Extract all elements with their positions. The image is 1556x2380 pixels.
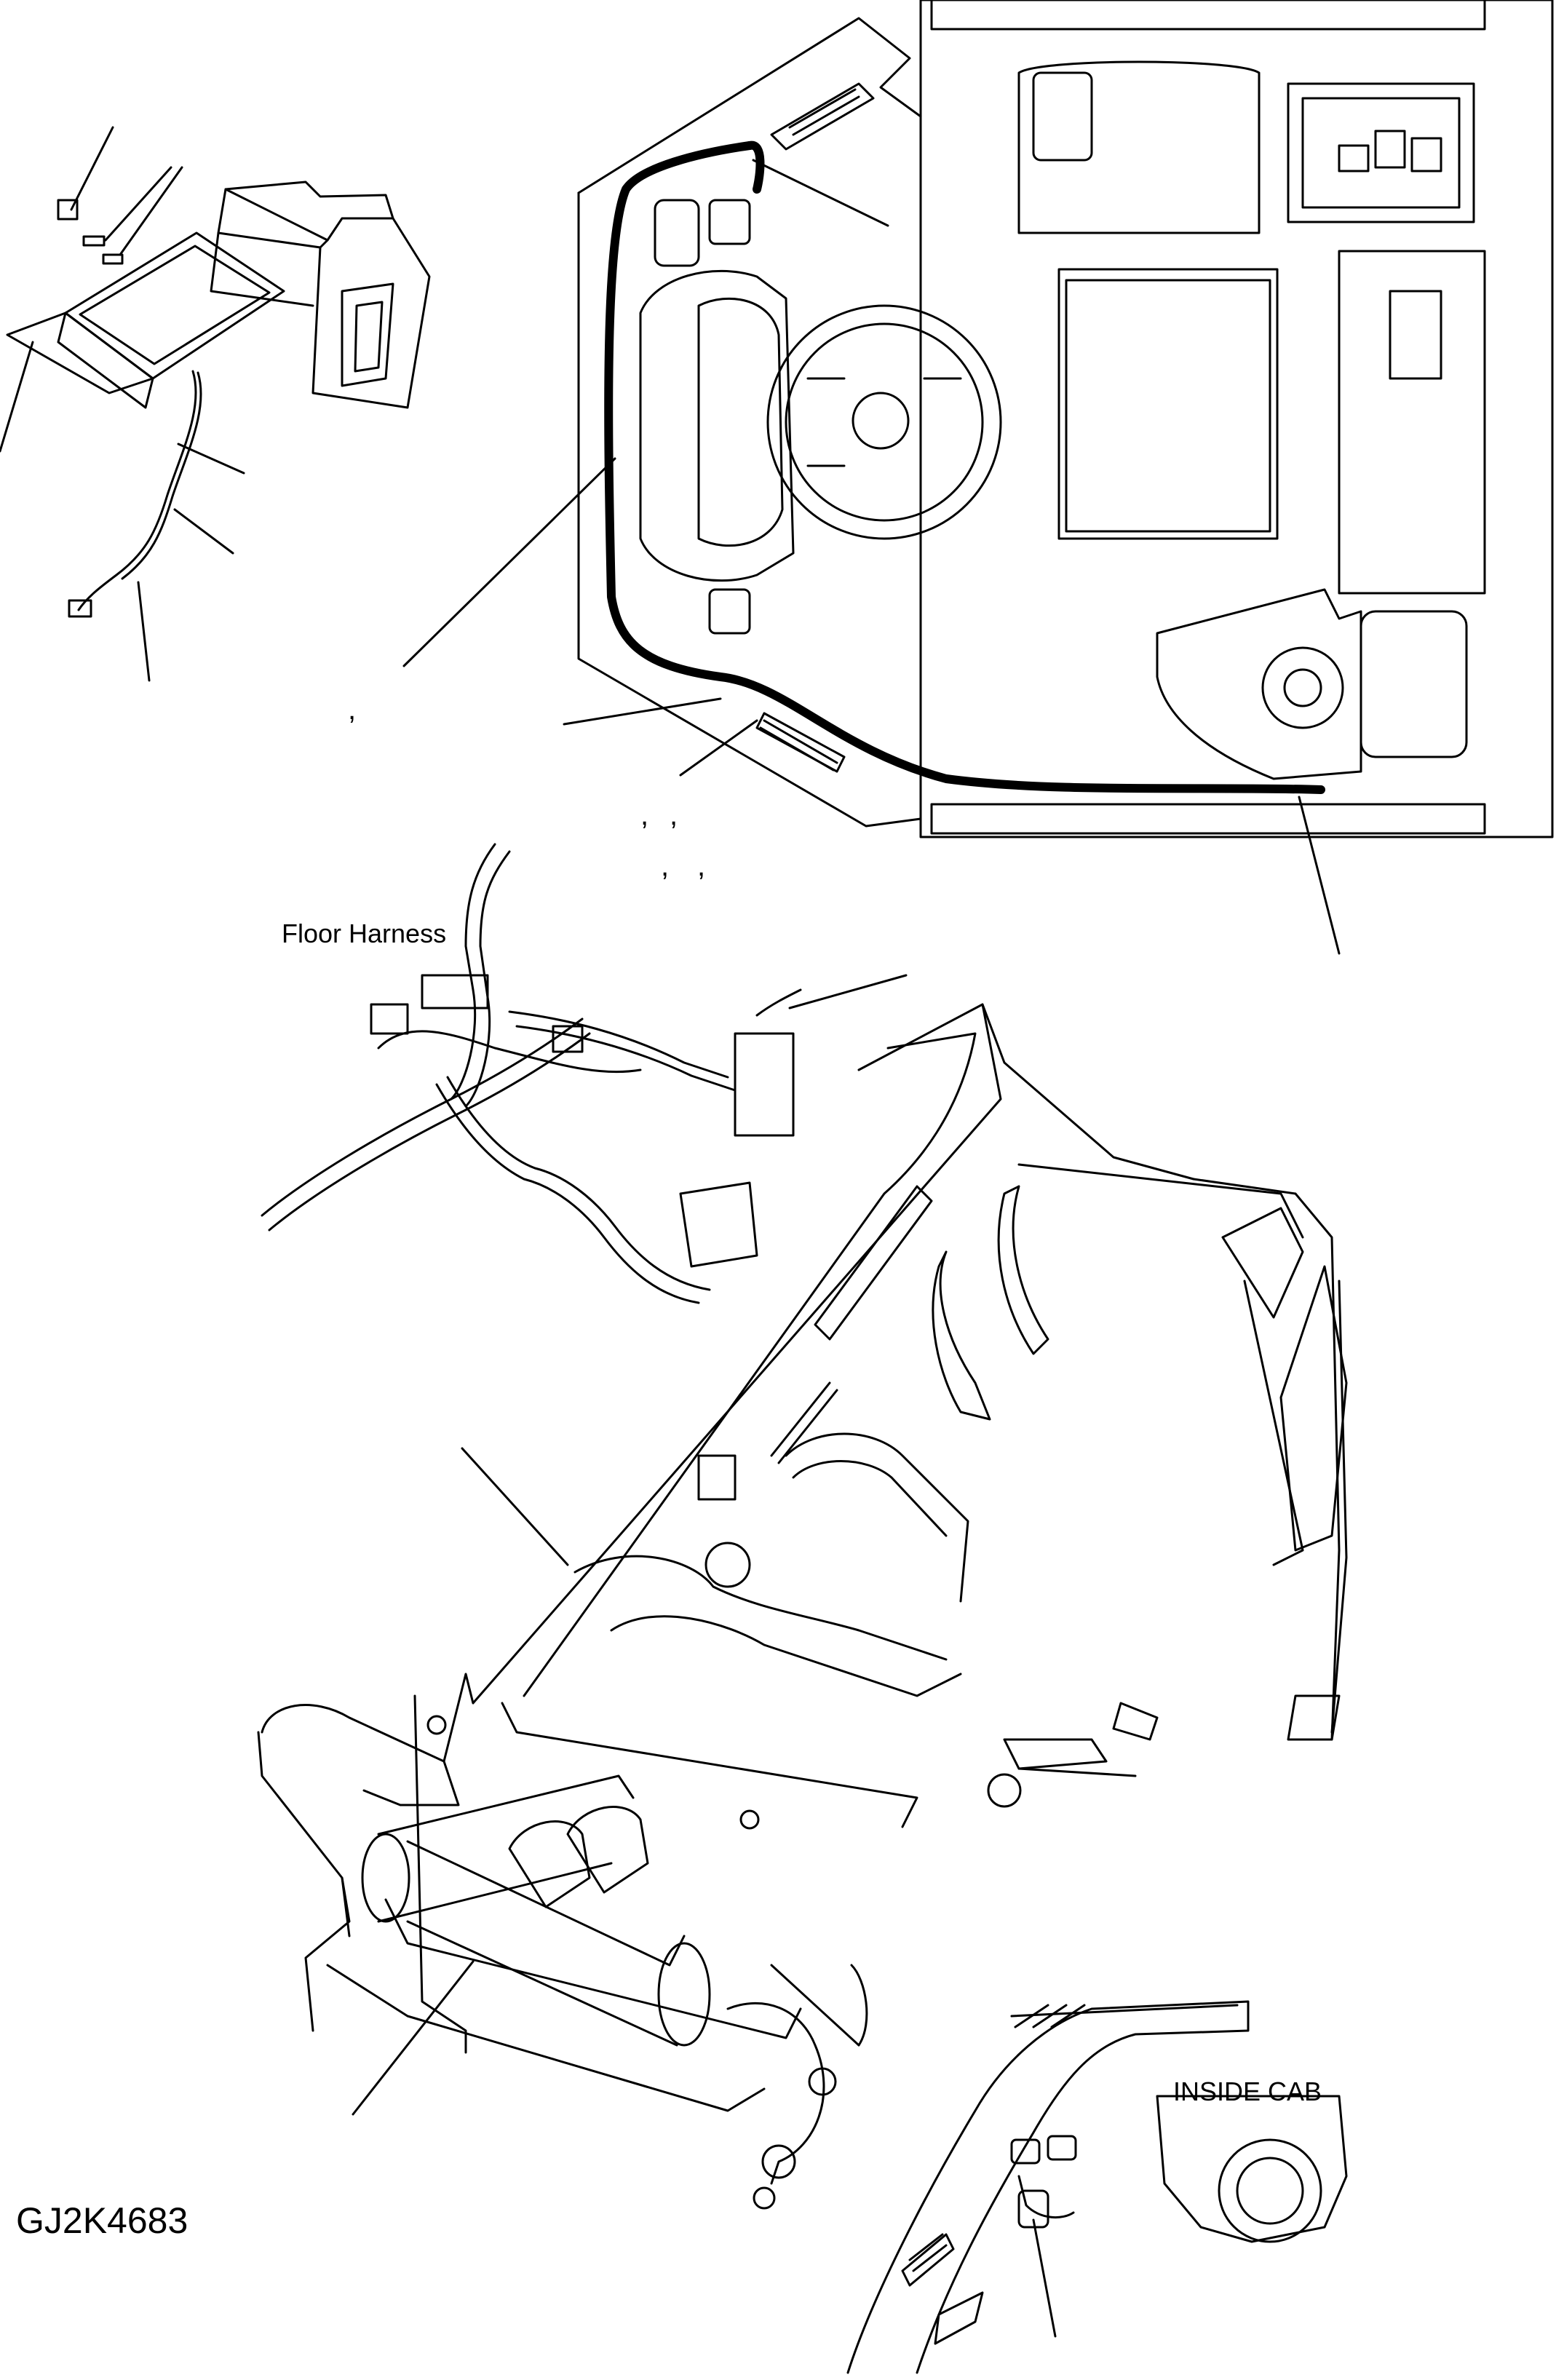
floor-harness [261,843,908,1304]
loader-frame [257,1003,1348,2210]
callout-separator: , [661,850,670,882]
floor-harness-label: Floor Harness [282,919,447,948]
monitor-assembly [0,126,431,682]
inside-cab-label: INSIDE CAB [1173,2076,1322,2106]
callout-separator: , [348,694,357,726]
callout-separator: , [697,850,706,882]
callout-separator: , [670,799,678,831]
callout-separator: , [640,799,649,831]
drawing-code: GJ2K4683 [16,2200,188,2241]
inside-cab-detail [846,2000,1348,2374]
cab-floor-top-view [402,0,1554,955]
